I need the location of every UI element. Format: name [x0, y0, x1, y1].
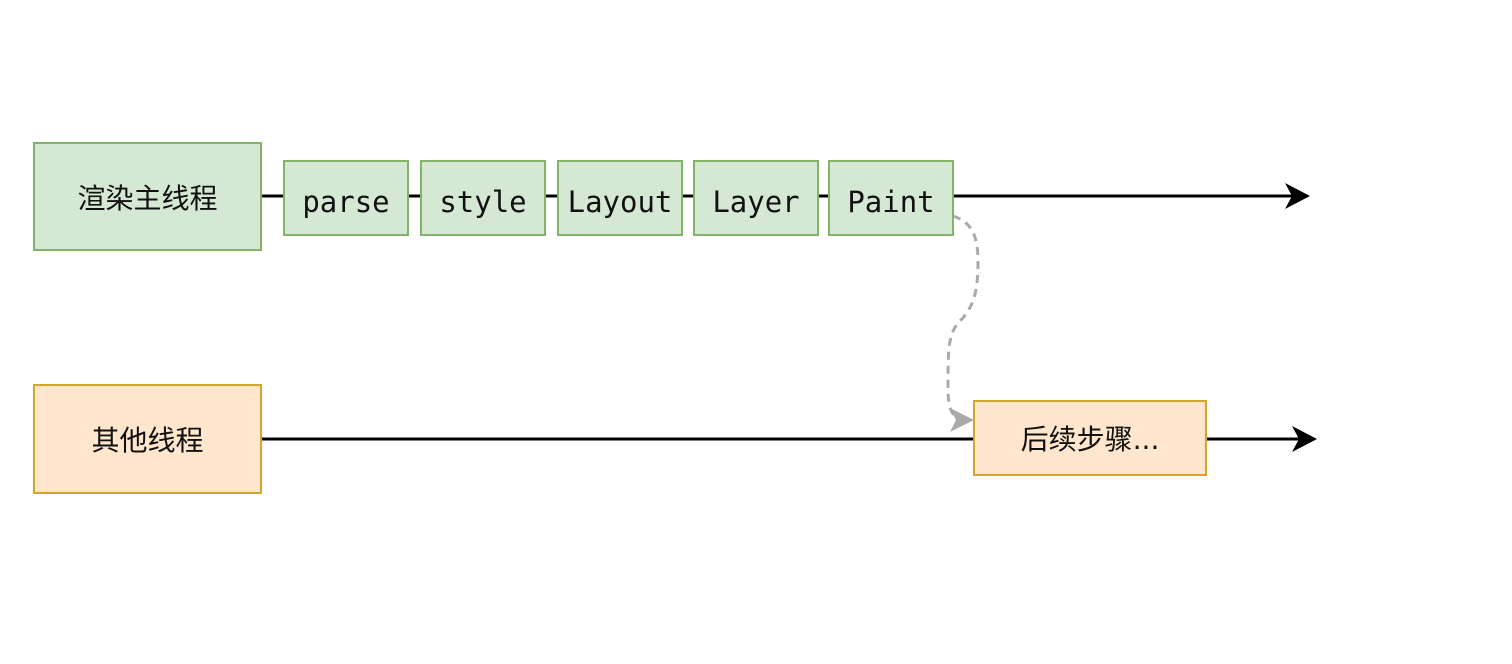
- main-thread-arrowhead: [1285, 183, 1310, 209]
- dashed-connector: [946, 214, 980, 421]
- step-layout: Layout: [557, 160, 683, 236]
- main-thread-label: 渲染主线程: [77, 181, 218, 215]
- step-parse-label: parse: [302, 185, 390, 219]
- step-layer: Layer: [693, 160, 819, 236]
- step-paint-label: Paint: [847, 185, 935, 219]
- main-thread-box: 渲染主线程: [33, 142, 262, 251]
- step-layer-label: Layer: [712, 185, 800, 219]
- dashed-connector-arrowhead: [950, 408, 974, 432]
- next-step-box: 后续步骤...: [973, 400, 1207, 476]
- other-thread-label: 其他线程: [91, 424, 204, 457]
- step-style: style: [420, 160, 546, 236]
- other-thread-arrowhead: [1292, 426, 1317, 452]
- step-paint: Paint: [828, 160, 954, 236]
- next-step-label: 后续步骤...: [1020, 423, 1160, 456]
- step-parse: parse: [283, 160, 409, 236]
- step-style-label: style: [439, 185, 527, 219]
- other-thread-box: 其他线程: [33, 384, 262, 494]
- step-layout-label: Layout: [567, 185, 673, 219]
